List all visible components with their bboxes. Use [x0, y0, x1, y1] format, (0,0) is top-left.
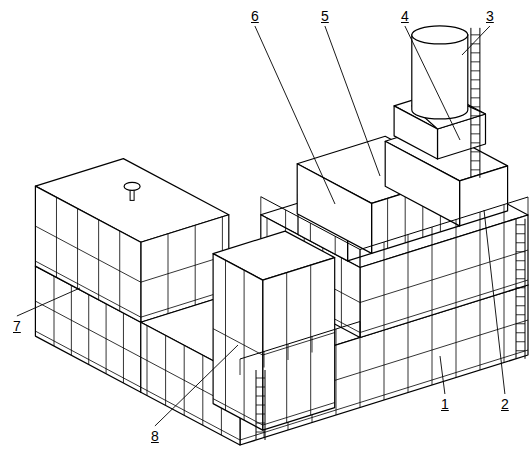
ladder-rung [471, 106, 480, 107]
ladder-rung [516, 305, 525, 306]
ladder-rung [256, 432, 265, 433]
ladder-rung [516, 296, 525, 297]
silo-body [412, 35, 468, 119]
leader-line [405, 26, 460, 140]
leader-line [155, 345, 238, 426]
ladder-rung [516, 251, 525, 252]
railing-post [312, 337, 313, 353]
ladder-rung [516, 341, 525, 342]
railing-post [288, 344, 289, 360]
ladder-rung [471, 61, 480, 62]
railing-post [285, 210, 286, 228]
ladder-rail [525, 219, 526, 359]
ladder-rung [471, 79, 480, 80]
ladder-rung [516, 332, 525, 333]
railing-post [264, 352, 265, 368]
frame-beam [35, 331, 140, 387]
callout-number: 3 [485, 8, 495, 24]
leader-line [325, 26, 380, 176]
railing-post [310, 223, 311, 241]
vent-cap [124, 182, 140, 190]
ladder-rung [516, 314, 525, 315]
railing-post [260, 197, 261, 215]
ladder-rung [471, 160, 480, 161]
ladder-rail [470, 28, 471, 178]
railing-post [456, 220, 457, 238]
ladder-rung [516, 323, 525, 324]
ladder-rail [516, 219, 517, 359]
ladder-rung [256, 396, 265, 397]
ladder-rung [516, 233, 525, 234]
frame-beam [360, 250, 528, 303]
railing-rail [240, 322, 360, 360]
railing-post [432, 227, 433, 245]
ladder-rung [516, 269, 525, 270]
ladder-rung [516, 260, 525, 261]
ladder-rung [471, 97, 480, 98]
railing-post [384, 242, 385, 260]
ladder-rung [256, 378, 265, 379]
railing-rail [261, 197, 360, 250]
ladder-rung [471, 70, 480, 71]
leader-line [462, 26, 490, 55]
railing-post [408, 235, 409, 253]
ladder-rung [471, 115, 480, 116]
ladder-rung [516, 242, 525, 243]
ladder-rung [471, 52, 480, 53]
callout-number: 4 [400, 8, 410, 24]
ladder-rung [471, 34, 480, 35]
ladder-rung [516, 224, 525, 225]
module-five-side [297, 164, 371, 254]
left-module-housing-side [35, 186, 140, 322]
ladder-rail [479, 28, 480, 178]
railing-post [360, 250, 361, 268]
module-eight-front [263, 258, 335, 431]
ladder-rung [471, 124, 480, 125]
frame-beam [360, 280, 528, 333]
railing-post [335, 236, 336, 254]
callout-number: 5 [320, 8, 330, 24]
frame-beam [263, 403, 335, 426]
ladder-rung [516, 287, 525, 288]
ladder-rung [256, 387, 265, 388]
railing-post [240, 359, 241, 375]
leader-line [255, 26, 335, 204]
railing-rail [360, 197, 528, 250]
module-eight-side [213, 254, 263, 431]
frame-beam [213, 329, 263, 355]
leader-line [440, 356, 445, 394]
ladder-rung [471, 88, 480, 89]
frame-beam [35, 261, 140, 317]
ladder-rung [471, 133, 480, 134]
ladder-rung [516, 350, 525, 351]
railing-post [480, 212, 481, 230]
module-two-front [460, 166, 508, 226]
frame-beam [213, 399, 263, 425]
frame-beam [35, 226, 140, 282]
callout-number: 6 [250, 8, 260, 24]
railing-post [360, 250, 361, 268]
ladder-rung [471, 151, 480, 152]
frame-beam [263, 333, 335, 356]
leader-line [484, 210, 505, 394]
ladder-rung [256, 405, 265, 406]
leader-line [17, 288, 80, 316]
railing-post [336, 329, 337, 345]
ladder-rung [471, 169, 480, 170]
ladder-rung [256, 414, 265, 415]
railing-post [504, 205, 505, 223]
ladder-rung [471, 142, 480, 143]
callout-number: 2 [500, 396, 510, 412]
railing-post [360, 322, 361, 338]
callout-number: 8 [150, 428, 160, 444]
ladder-rung [516, 278, 525, 279]
callout-number: 7 [12, 318, 22, 334]
railing-post [528, 197, 529, 215]
silo-top [412, 26, 468, 44]
callout-number: 1 [440, 396, 450, 412]
ladder-rung [256, 423, 265, 424]
